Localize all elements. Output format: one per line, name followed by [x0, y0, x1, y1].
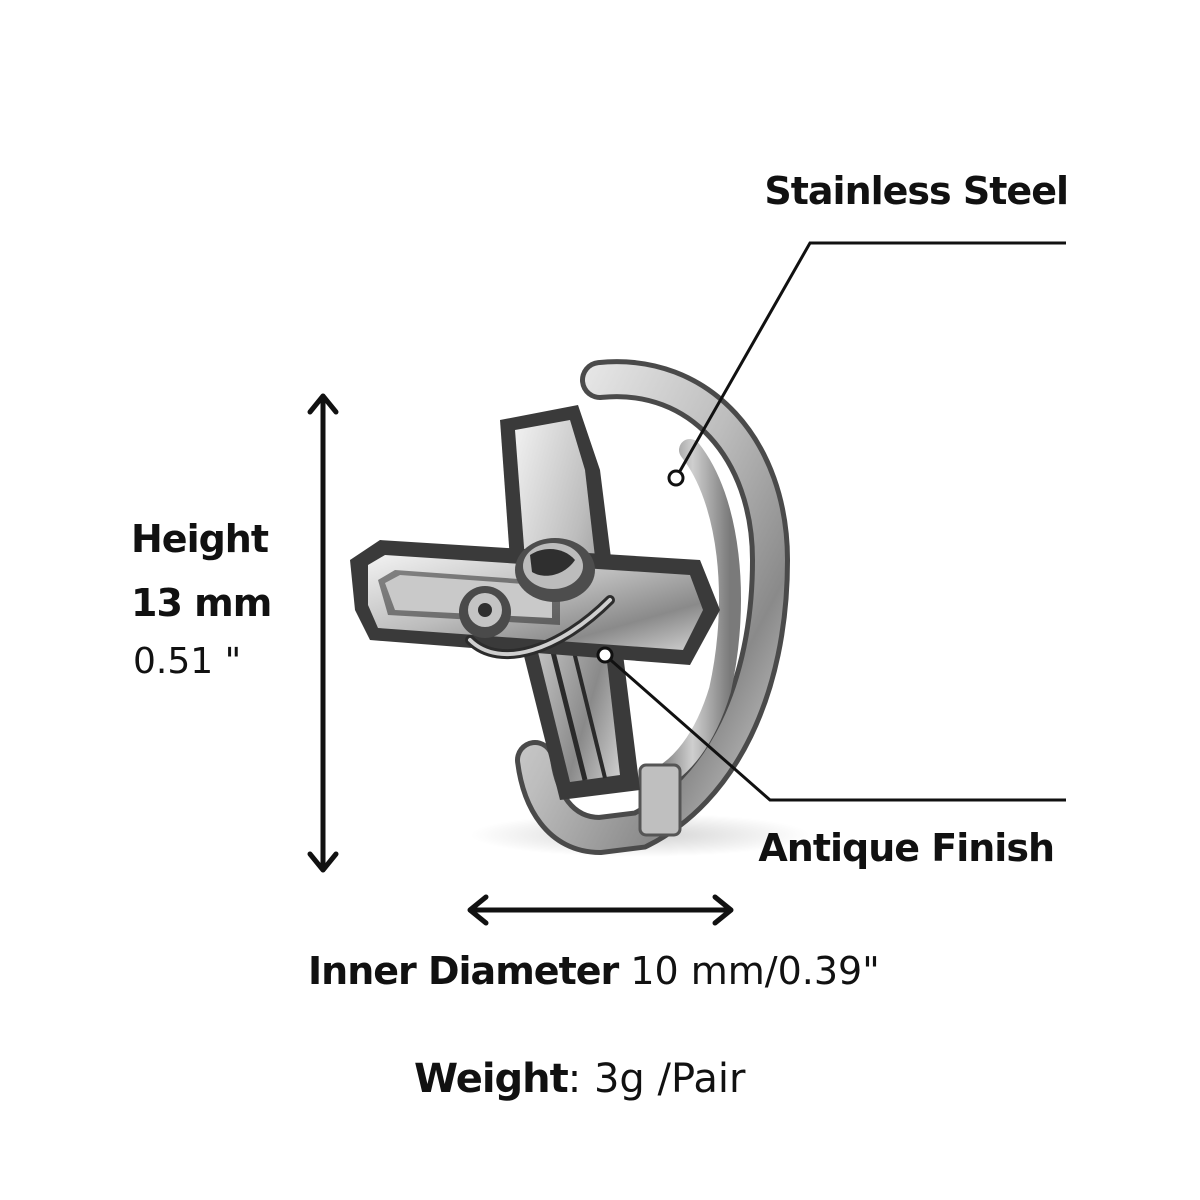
weight-value: 3g /Pair [593, 1056, 746, 1102]
cross-emblem [350, 405, 720, 800]
hoop-ring [515, 359, 791, 856]
material-callout [667, 241, 1066, 487]
weight-label: Weight [414, 1056, 569, 1102]
height-title: Height [131, 517, 269, 561]
height-mm-value: 13 mm [131, 581, 272, 625]
height-inch-value: 0.51 " [133, 641, 242, 682]
finish-callout [596, 646, 1066, 802]
ornament-wrap [459, 538, 615, 659]
diameter-spec: Inner Diameter 10 mm/0.39" [308, 952, 880, 990]
weight-separator: : [567, 1056, 582, 1102]
diameter-label: Inner Diameter [308, 949, 619, 993]
finish-label: Antique Finish [758, 826, 1055, 870]
diameter-arrow [467, 894, 734, 926]
height-arrow [307, 393, 339, 873]
diameter-value: 10 mm/0.39" [630, 949, 880, 993]
weight-spec: Weight: 3g /Pair [414, 1059, 745, 1099]
material-label: Stainless Steel [764, 169, 1069, 213]
